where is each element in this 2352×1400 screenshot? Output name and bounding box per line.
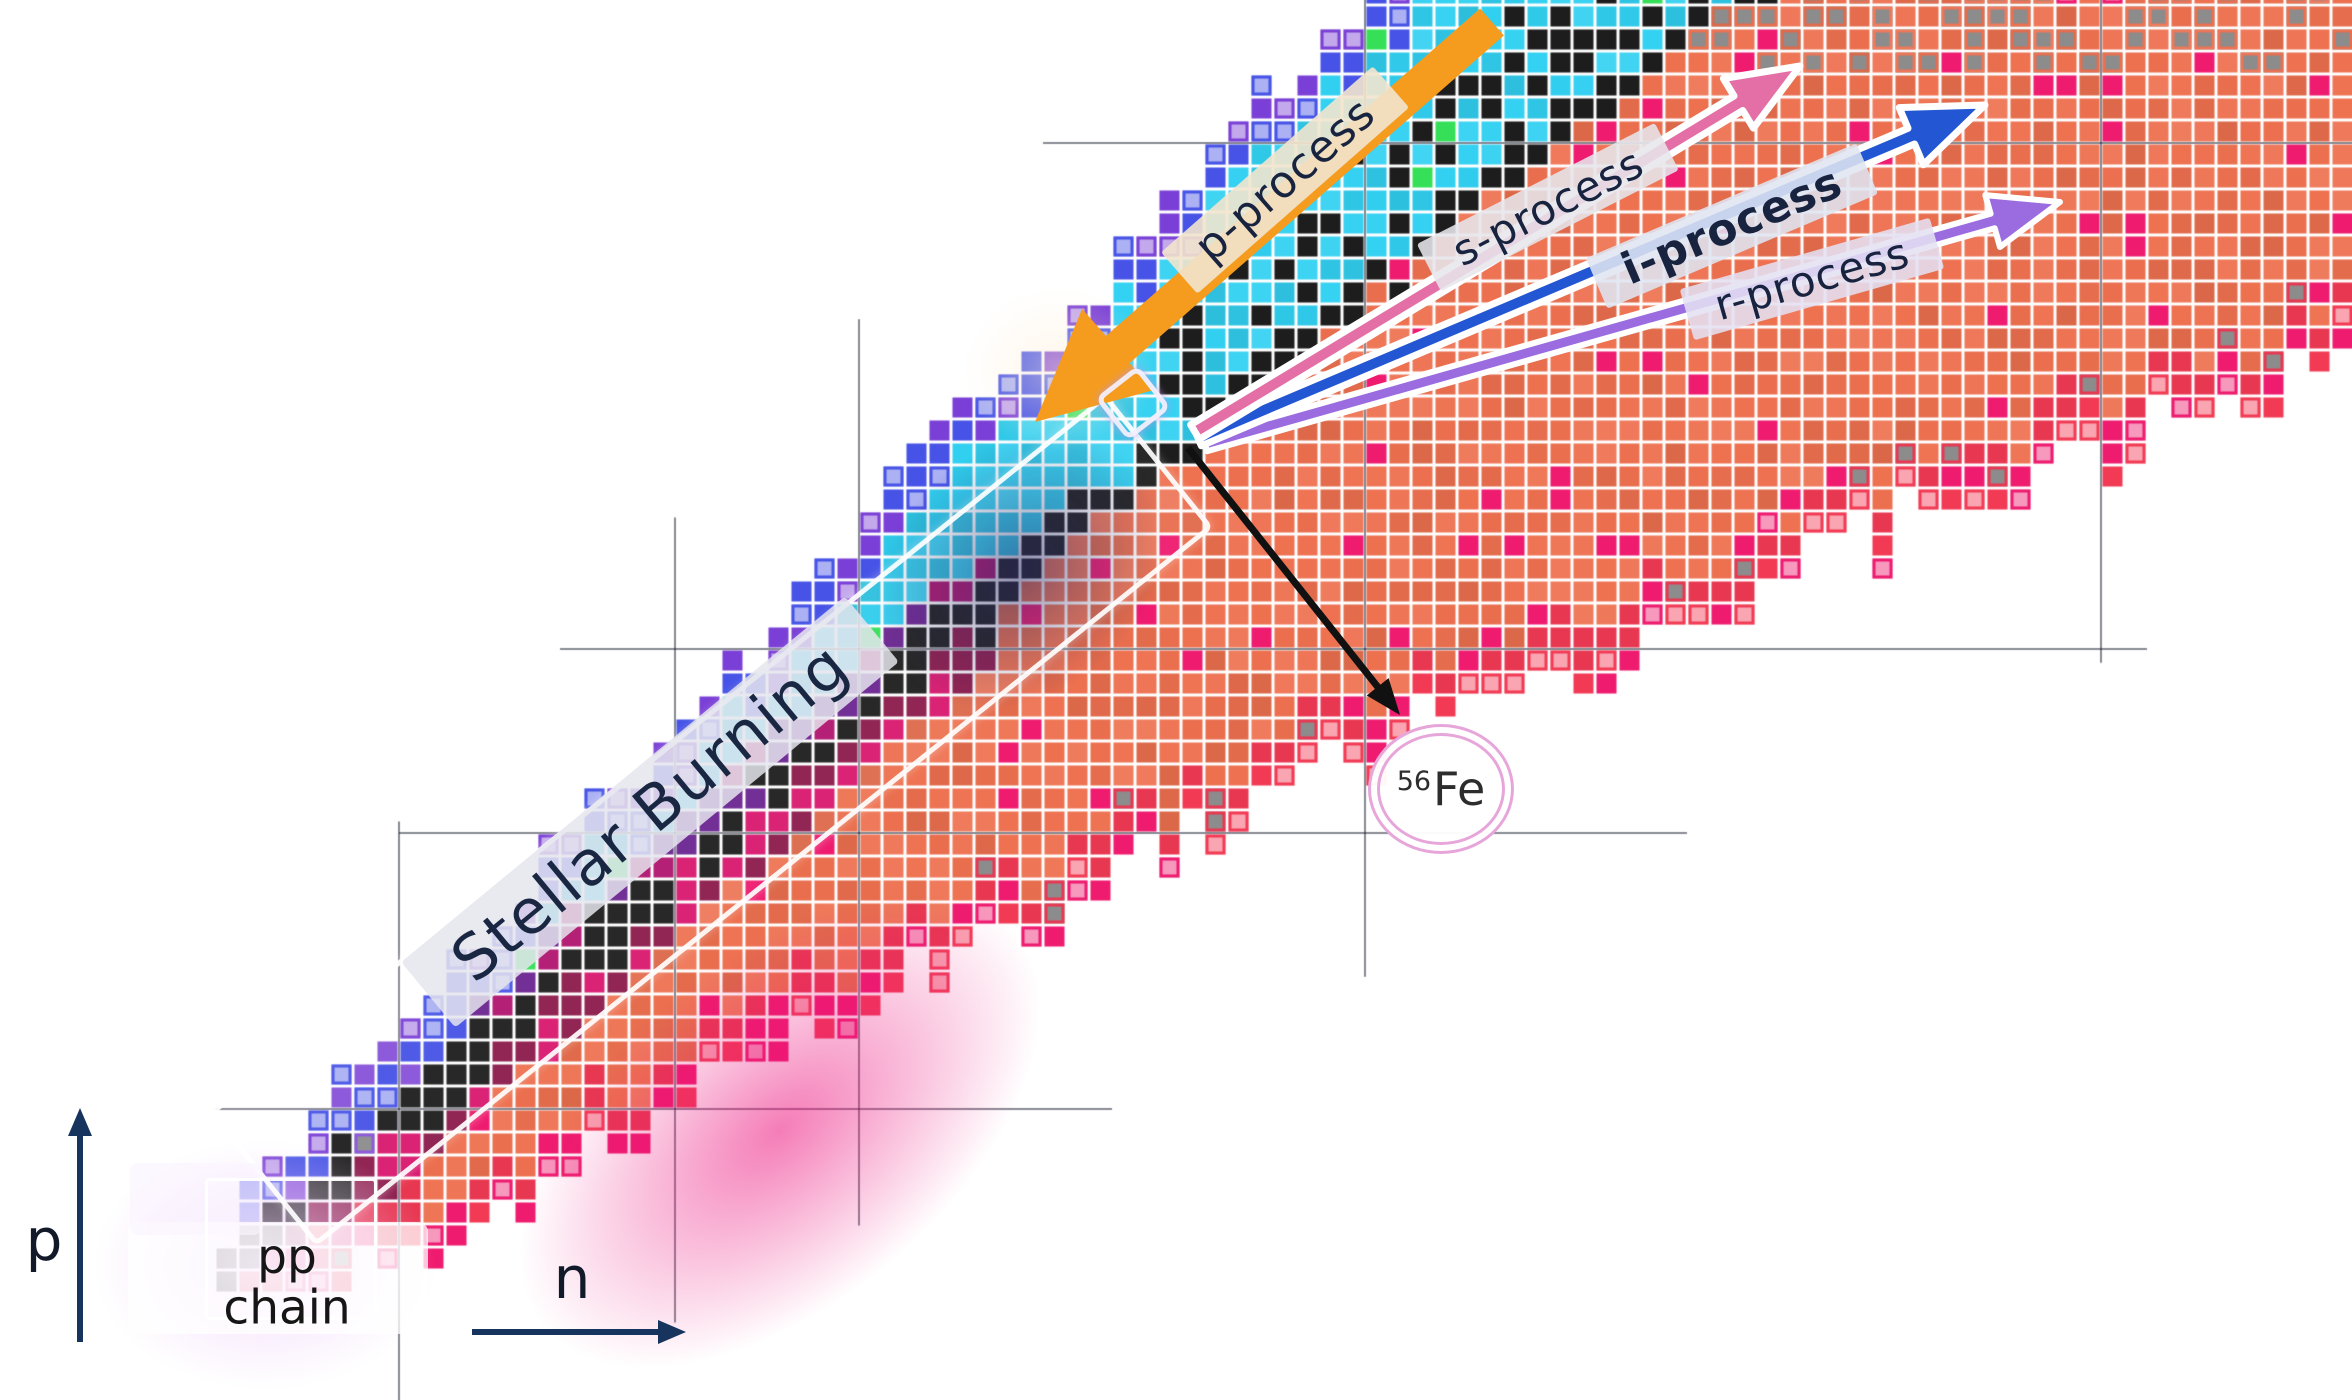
pp-chain-label-line2: chain	[223, 1280, 351, 1335]
pp-chain-label-line1: pp	[257, 1229, 317, 1285]
proton-axis-label: p	[25, 1206, 63, 1274]
neutron-axis-label: n	[553, 1244, 591, 1312]
fe56-callout-inner-ring: 56Fe	[1377, 733, 1505, 845]
pp-chain-outline-box	[205, 1178, 377, 1320]
pp-chain-label: pp chain	[223, 1229, 351, 1335]
fe56-callout-circle: 56Fe	[1368, 724, 1514, 854]
fe56-label: 56Fe	[1397, 762, 1486, 816]
pp-chain-backdrop-small	[130, 1163, 262, 1235]
pp-chain-backdrop	[128, 1222, 428, 1334]
fe56-symbol: Fe	[1433, 762, 1486, 816]
fe56-mass-number: 56	[1396, 766, 1432, 797]
